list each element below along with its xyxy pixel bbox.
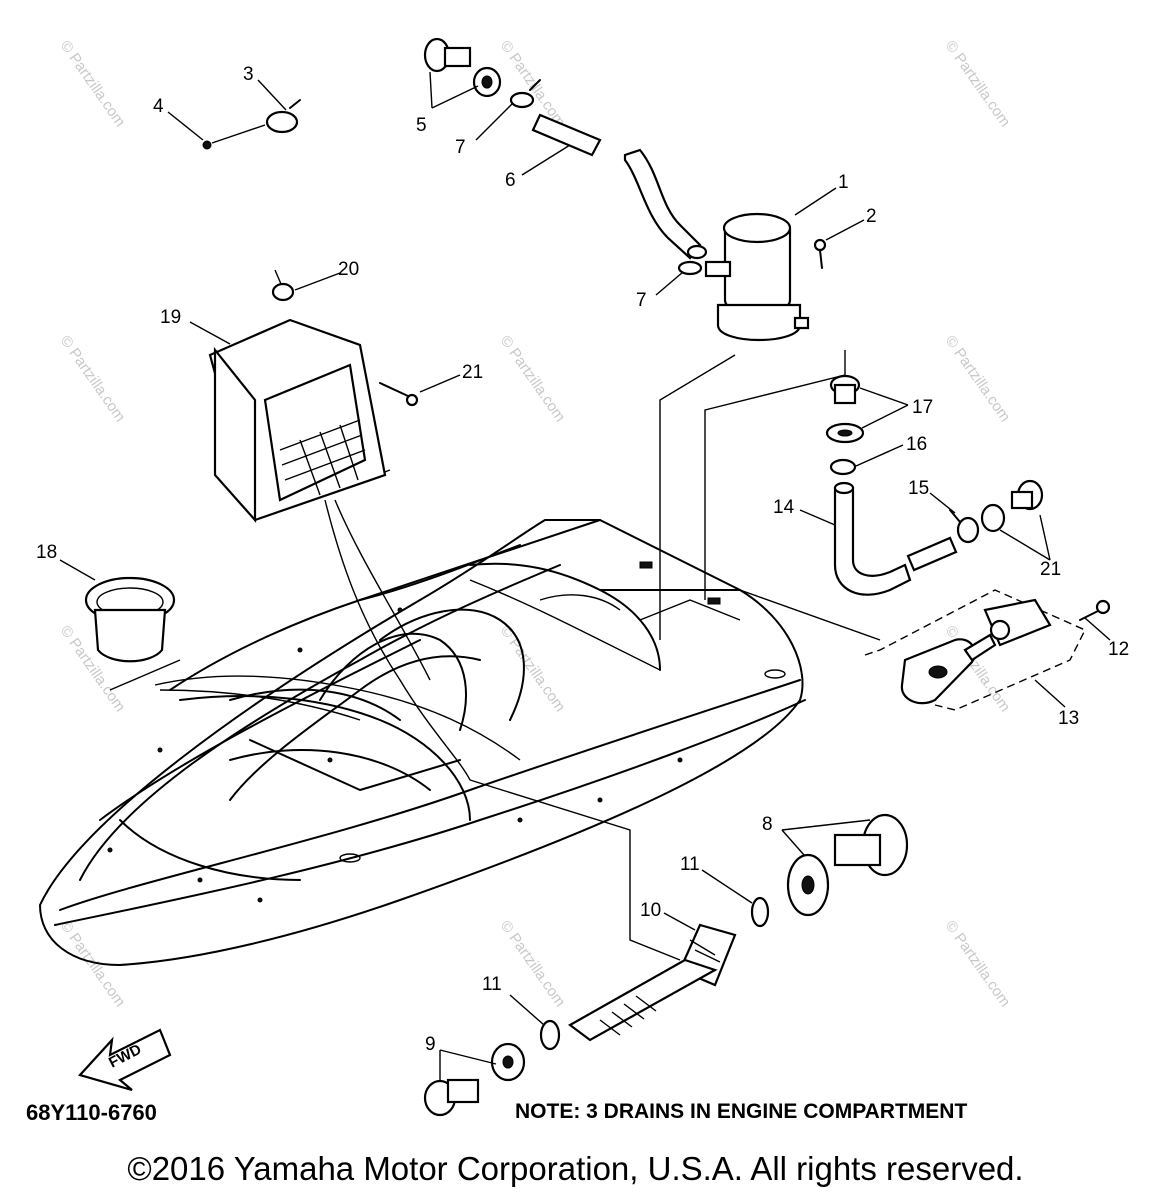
clamp-11b	[539, 1019, 561, 1051]
callout-21a: 21	[462, 362, 483, 383]
drain-plug-5	[423, 37, 502, 98]
clamp-16	[829, 458, 857, 476]
drain-plug-21b	[980, 479, 1044, 533]
drain-plug-8	[786, 813, 909, 917]
hose-6	[531, 113, 602, 157]
screw-21a	[379, 382, 419, 407]
clamp-11a	[750, 896, 770, 928]
callout-21b: 21	[1040, 559, 1061, 580]
callouts: 1 2 3 4 5 6 7 7 8 9 10 11 11 12 13 14 15…	[36, 64, 1129, 1055]
screw-12	[1079, 599, 1111, 621]
callout-15: 15	[908, 478, 929, 499]
pump-hose	[623, 148, 708, 260]
watermark: © Partzilla.com	[497, 918, 569, 1011]
callout-6: 6	[505, 170, 516, 191]
watermark: © Partzilla.com	[497, 38, 569, 131]
vent-box-19	[208, 318, 387, 523]
callout-leaders	[59, 71, 1111, 1080]
callout-5: 5	[416, 115, 427, 136]
copyright-notice: ©2016 Yamaha Motor Corporation, U.S.A. A…	[127, 1150, 1024, 1187]
callout-3: 3	[243, 64, 254, 85]
watermark: © Partzilla.com	[57, 333, 129, 426]
engine-compartment-note: NOTE: 3 DRAINS IN ENGINE COMPARTMENT	[515, 1100, 968, 1123]
callout-19: 19	[160, 307, 181, 328]
hose-short-right	[906, 536, 958, 572]
callout-16: 16	[906, 434, 927, 455]
wire-harness	[154, 499, 521, 781]
cap-20	[271, 282, 295, 302]
callout-2: 2	[866, 206, 877, 227]
callout-17: 17	[912, 397, 933, 418]
hose-clamp-7b	[677, 260, 703, 276]
cup-holder-18	[84, 576, 176, 663]
watermark: © Partzilla.com	[57, 918, 129, 1011]
callout-8: 8	[762, 814, 773, 835]
drain-plug-9	[423, 1042, 526, 1117]
drain-plug-17	[825, 374, 865, 444]
callout-18: 18	[36, 542, 57, 563]
screw-2	[813, 238, 827, 269]
drawing-number: 68Y110-6760	[26, 1100, 157, 1125]
callout-13: 13	[1058, 708, 1079, 729]
watermark: © Partzilla.com	[942, 918, 1014, 1011]
watermark: © Partzilla.com	[497, 333, 569, 426]
watermark: © Partzilla.com	[497, 623, 569, 716]
callout-10: 10	[640, 900, 661, 921]
callout-14: 14	[773, 497, 795, 518]
callout-11a: 11	[680, 854, 700, 875]
watermark: © Partzilla.com	[942, 38, 1014, 131]
fwd-arrow-icon: FWD	[77, 1028, 172, 1092]
corrugated-hose-10	[567, 923, 737, 1042]
drain-fitting-13	[864, 589, 1086, 711]
boat-hull	[39, 519, 806, 966]
callout-9: 9	[425, 1034, 436, 1055]
callout-7a: 7	[455, 137, 466, 158]
bilge-pump	[704, 212, 810, 342]
callout-12: 12	[1108, 639, 1129, 660]
hose-clamp-7a	[509, 79, 541, 109]
screw-4	[202, 124, 266, 150]
watermark: © Partzilla.com	[57, 38, 129, 131]
callout-7b: 7	[636, 290, 647, 311]
callout-1: 1	[838, 172, 849, 193]
clamp-3	[265, 99, 301, 134]
watermark: © Partzilla.com	[942, 333, 1014, 426]
callout-11b: 11	[482, 974, 502, 995]
callout-20: 20	[338, 259, 359, 280]
clamp-15	[949, 509, 980, 544]
hose-14	[833, 481, 912, 596]
callout-4: 4	[153, 96, 164, 117]
